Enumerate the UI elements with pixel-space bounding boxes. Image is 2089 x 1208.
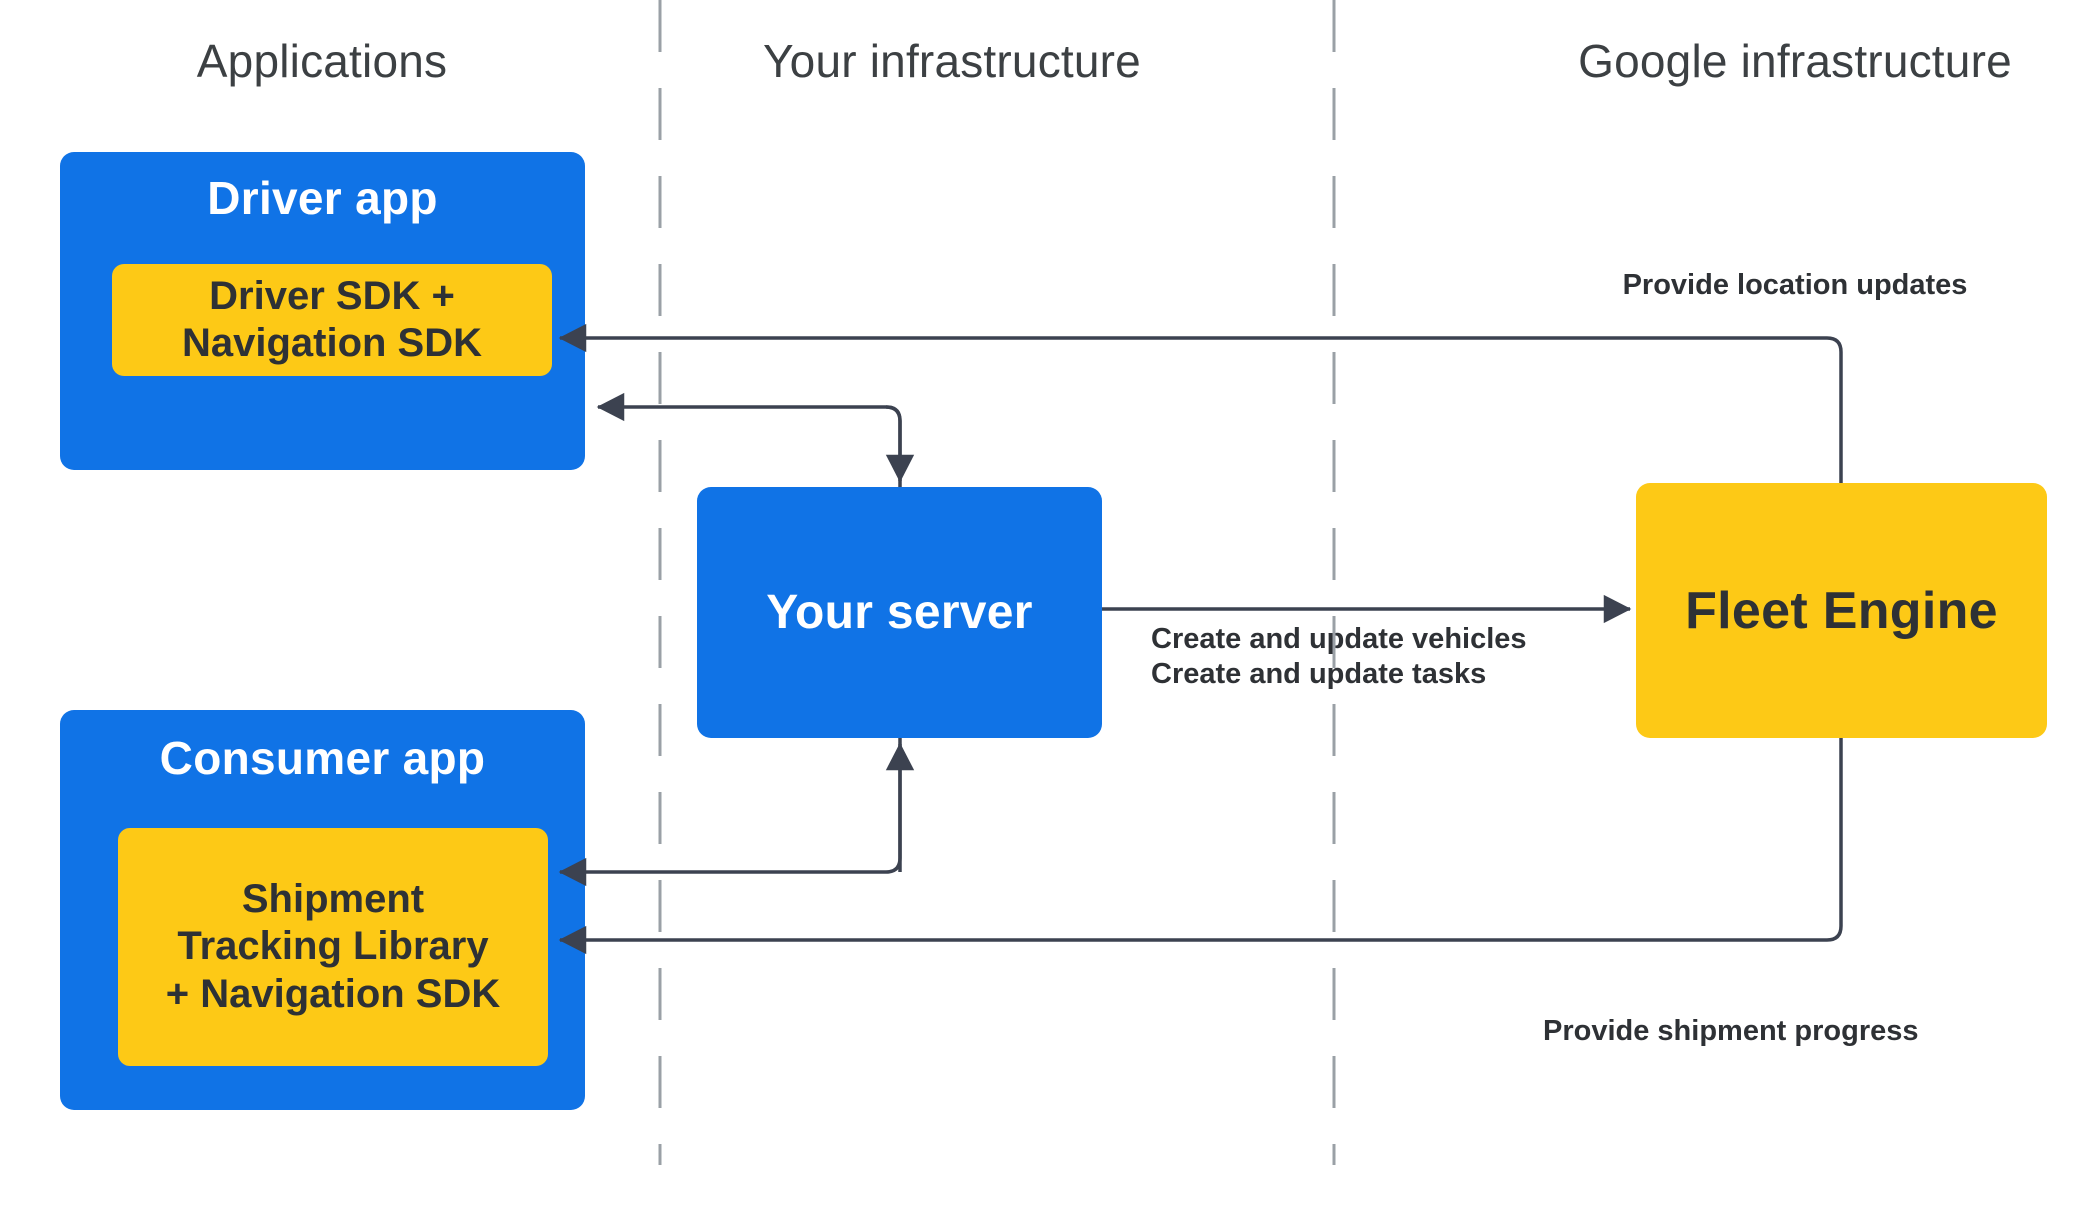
driver-sdk-node[interactable]: Driver SDK + Navigation SDK [112,264,552,376]
your-server-node[interactable]: Your server [697,487,1102,738]
edge-label-provide-shipment-progress: Provide shipment progress [1543,1015,1919,1047]
edge-label-provide-location-updates: Provide location updates [1622,269,1968,301]
edge-label-create-vehicles: Create and update vehicles [1151,623,1527,655]
consumer-sdk-label: Shipment Tracking Library + Navigation S… [165,877,501,1016]
fleet-engine-node[interactable]: Fleet Engine [1636,483,2047,738]
consumer-app-title: Consumer app [159,732,486,784]
column-header-google-infrastructure: Google infrastructure [1578,35,2012,87]
edge-fleet-to-consumer [558,738,1843,955]
column-header-your-infrastructure: Your infrastructure [763,35,1141,87]
column-header-applications: Applications [196,35,448,87]
consumer-sdk-node[interactable]: Shipment Tracking Library + Navigation S… [118,828,548,1066]
driver-app-node[interactable]: Driver app Driver SDK + Navigation SDK [60,152,585,470]
your-server-label: Your server [766,586,1033,639]
edge-server-to-driver [596,392,902,487]
fleet-engine-label: Fleet Engine [1685,581,1998,640]
edge-driver-to-server [885,405,915,483]
consumer-app-node[interactable]: Consumer app Shipment Tracking Library +… [60,710,585,1110]
driver-sdk-label: Driver SDK + Navigation SDK [181,273,483,365]
edge-server-to-consumer [558,738,902,887]
edge-label-create-update: Create and update vehicles Create and up… [1151,622,1527,693]
driver-app-title: Driver app [207,172,438,224]
edge-fleet-to-driver [558,323,1843,483]
edge-label-create-tasks: Create and update tasks [1151,658,1487,691]
